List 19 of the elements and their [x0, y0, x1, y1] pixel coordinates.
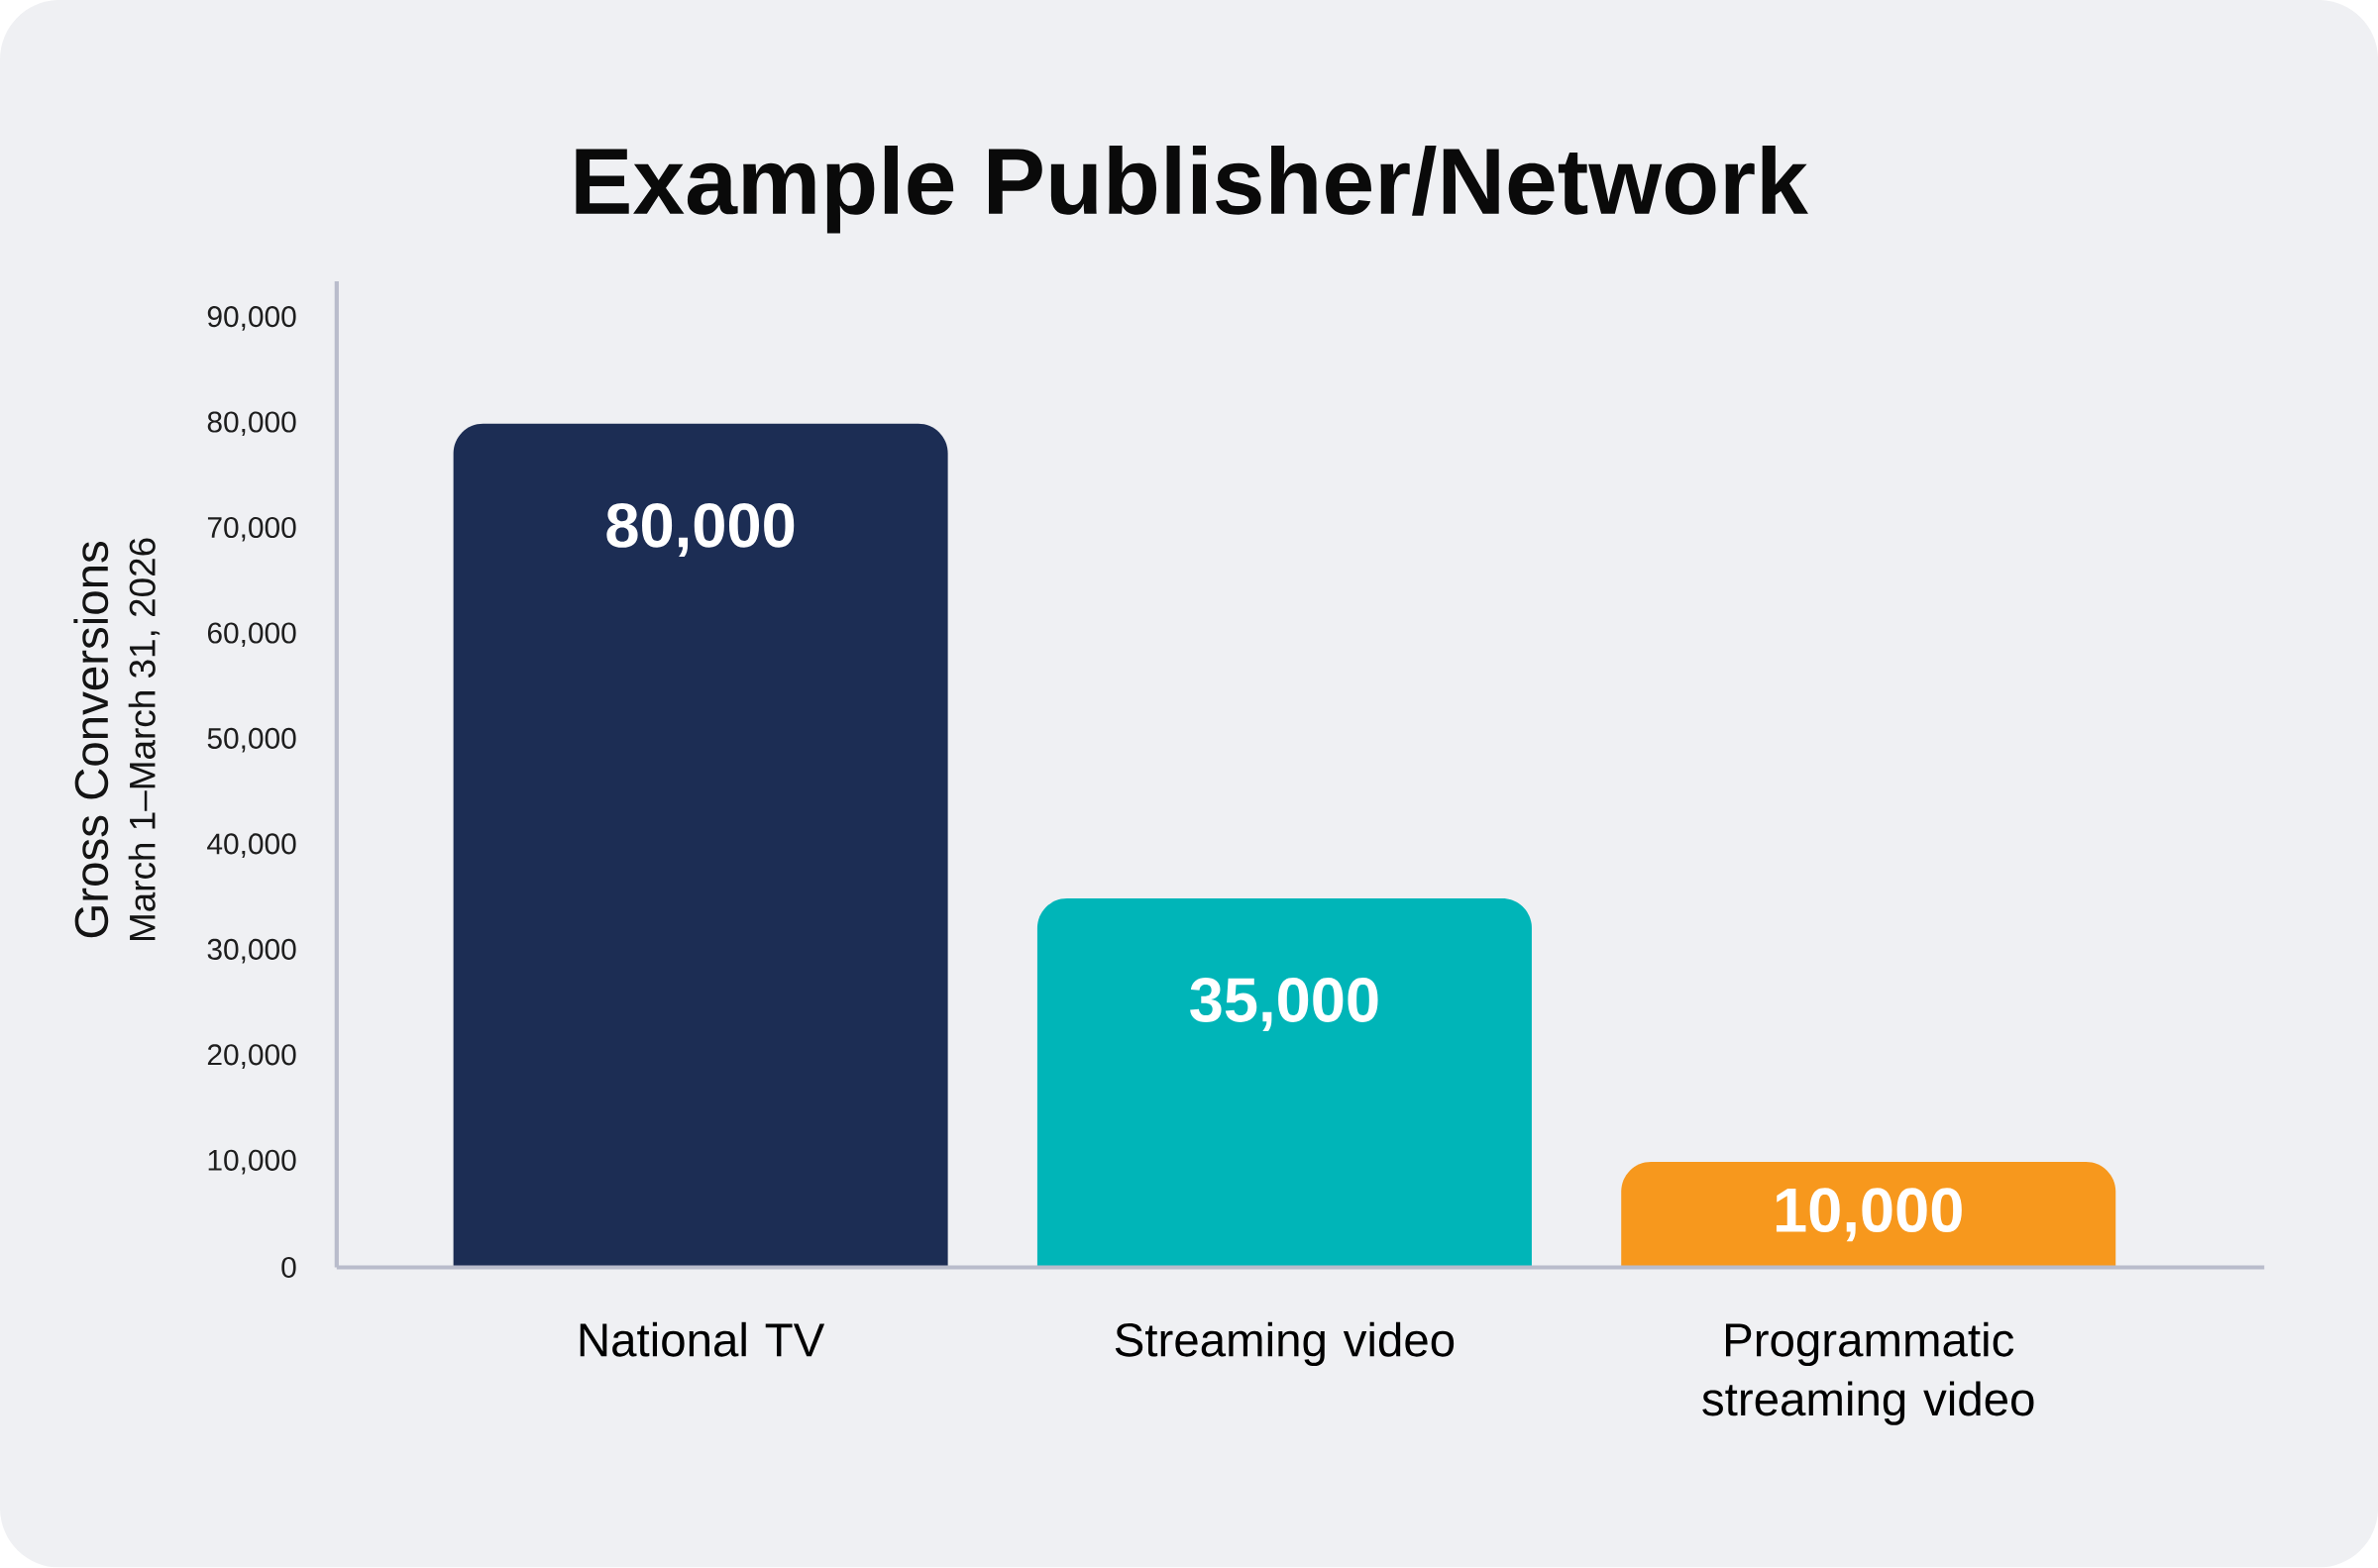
value-label: 80,000: [606, 503, 795, 558]
axis-title: Gross Conversions: [73, 542, 109, 938]
value-label: 10,000: [1776, 1188, 1962, 1242]
tick-label: 90,000: [207, 306, 296, 331]
axis-subtitle: March 1–March 31, 2026: [128, 538, 161, 941]
tick-label: 50,000: [207, 728, 296, 753]
category-label: National TV: [580, 1322, 825, 1357]
tick-label: 80,000: [207, 411, 296, 437]
category-label: Programmatic streaming video: [1702, 1322, 2034, 1425]
tick-label: 30,000: [207, 939, 296, 964]
value-label: 35,000: [1190, 978, 1378, 1032]
tick-label: 70,000: [207, 517, 296, 542]
tick-label: 10,000: [208, 1150, 296, 1175]
tick-label: 40,000: [207, 833, 296, 859]
tick-label: 60,000: [207, 622, 296, 648]
tick-label: 20,000: [207, 1044, 296, 1070]
chart-title: Example Publisher/Network: [576, 146, 1808, 234]
category-label: Streaming video: [1115, 1322, 1455, 1367]
tick-label: 0: [281, 1257, 296, 1279]
